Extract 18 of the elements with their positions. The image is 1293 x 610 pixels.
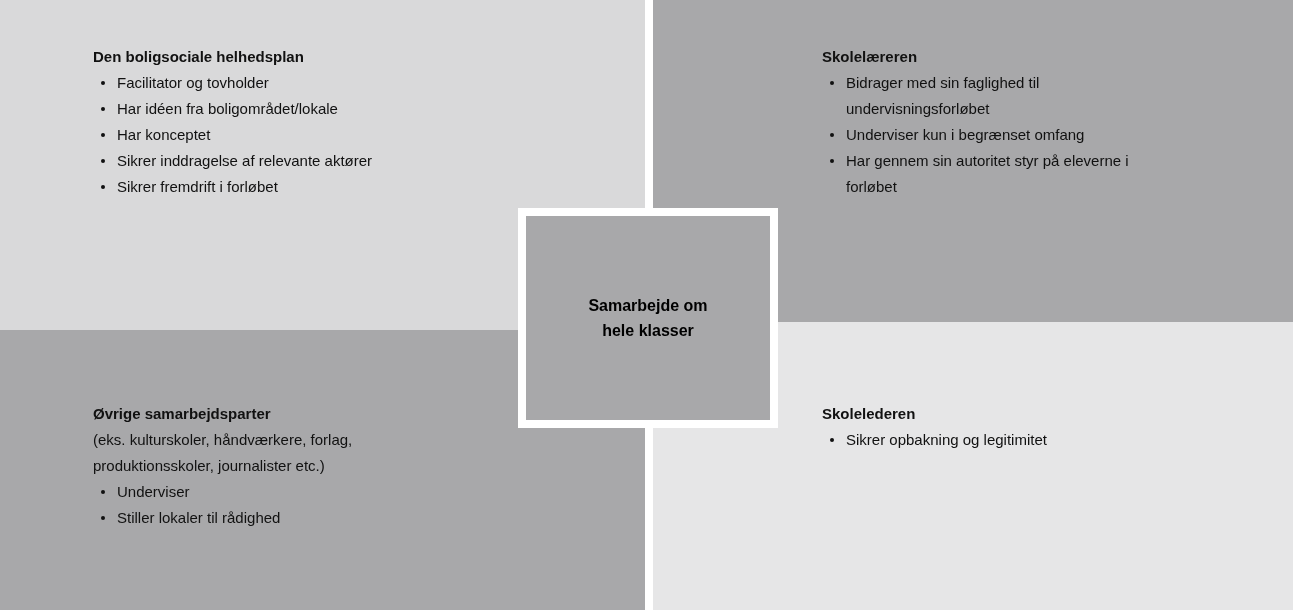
panel-heading: Skolelæreren	[822, 47, 919, 67]
bullet-item: Har gennem sin autoritet styr på eleverne i forløbet	[846, 151, 1130, 197]
bullet-item: Underviser kun i begrænset omfang	[846, 125, 1085, 145]
bullet-item: Facilitator og tovholder	[117, 73, 269, 93]
bullet-item: Har konceptet	[117, 125, 211, 145]
center-title: Samarbejde om hele klasser	[587, 296, 709, 341]
panel-heading: Øvrige samarbejdsparter	[93, 404, 272, 424]
bullet-item: Har idéen fra boligområdet/lokale	[117, 99, 338, 119]
bullet-item: Bidrager med sin faglighed til undervisningsforløbet	[846, 73, 1041, 119]
bullet-item: Sikrer opbakning og legitimitet	[846, 430, 1047, 450]
bullet-item: Stiller lokaler til rådighed	[117, 508, 281, 528]
bullet-item: Sikrer inddragelse af relevante aktører	[117, 151, 373, 171]
bullet-item: Underviser	[117, 482, 190, 502]
center-box	[518, 208, 778, 428]
panel-heading: Skolelederen	[822, 404, 917, 424]
panel-heading: Den boligsociale helhedsplan	[93, 47, 305, 67]
panel-note: (eks. kulturskoler, håndværkere, forlag, produktionsskoler, journalister etc.)	[93, 430, 354, 476]
bullet-item: Sikrer fremdrift i forløbet	[117, 177, 278, 197]
